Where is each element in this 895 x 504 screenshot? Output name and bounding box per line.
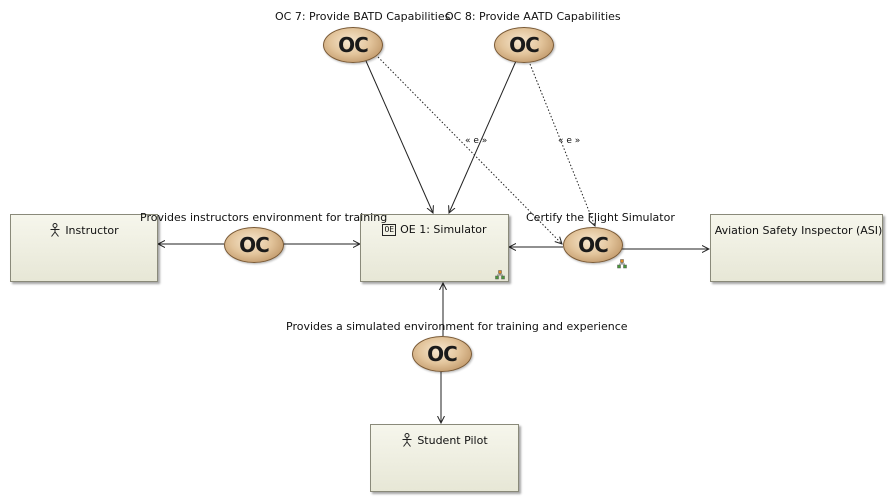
asi-label: Aviation Safety Inspector (ASI) (714, 223, 883, 237)
certify-label: Certify the Flight Simulator (526, 211, 675, 224)
extend-stereotype: « e » (465, 136, 488, 146)
simulated-env-label: Provides a simulated environment for tra… (286, 320, 628, 333)
hierarchy-icon (495, 270, 505, 280)
simulator-label: OE 1: Simulator (400, 223, 487, 236)
oc-badge: OC (578, 233, 609, 257)
extend-stereotype: « e » (558, 136, 581, 146)
simulator-title: OE OE 1: Simulator (361, 223, 508, 236)
instructor-label: Instructor (65, 223, 119, 237)
actor-icon (402, 433, 412, 447)
oc7-capability[interactable]: OC (323, 27, 383, 63)
oc-badge: OC (427, 342, 458, 366)
instructors-env-label: Provides instructors environment for tra… (140, 211, 388, 224)
simulated-env-capability[interactable]: OC (412, 336, 472, 372)
instructors-env-capability[interactable]: OC (224, 227, 284, 263)
simulator-node[interactable]: OE OE 1: Simulator (360, 214, 509, 282)
student-pilot-label: Student Pilot (417, 433, 488, 447)
oc-badge: OC (239, 233, 270, 257)
oc8-capability[interactable]: OC (494, 27, 554, 63)
actor-icon (50, 223, 60, 237)
oc7-label: OC 7: Provide BATD Capabilities (275, 10, 451, 23)
oc8-label: OC 8: Provide AATD Capabilities (445, 10, 621, 23)
asi-title: Aviation Safety Inspector (ASI) (711, 223, 883, 237)
instructor-title: Instructor (11, 223, 157, 237)
asi-node[interactable]: Aviation Safety Inspector (ASI) (710, 214, 883, 282)
connector-oc8-simulator[interactable] (449, 60, 517, 213)
student-pilot-title: Student Pilot (371, 433, 518, 447)
hierarchy-icon (617, 259, 627, 269)
oc-badge: OC (338, 33, 369, 57)
instructor-node[interactable]: Instructor (10, 214, 158, 282)
extend-oc8-certify[interactable] (529, 63, 595, 226)
certify-capability[interactable]: OC (563, 227, 623, 263)
oc-badge: OC (509, 33, 540, 57)
operational-entity-icon: OE (382, 223, 397, 236)
connector-oc7-simulator[interactable] (365, 60, 433, 213)
student-pilot-node[interactable]: Student Pilot (370, 424, 519, 492)
